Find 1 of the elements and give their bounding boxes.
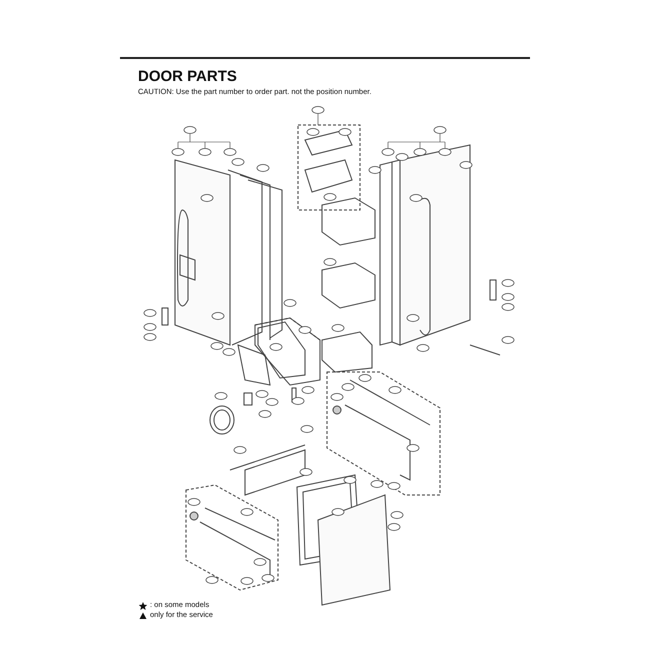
page-title: DOOR PARTS — [138, 68, 237, 85]
